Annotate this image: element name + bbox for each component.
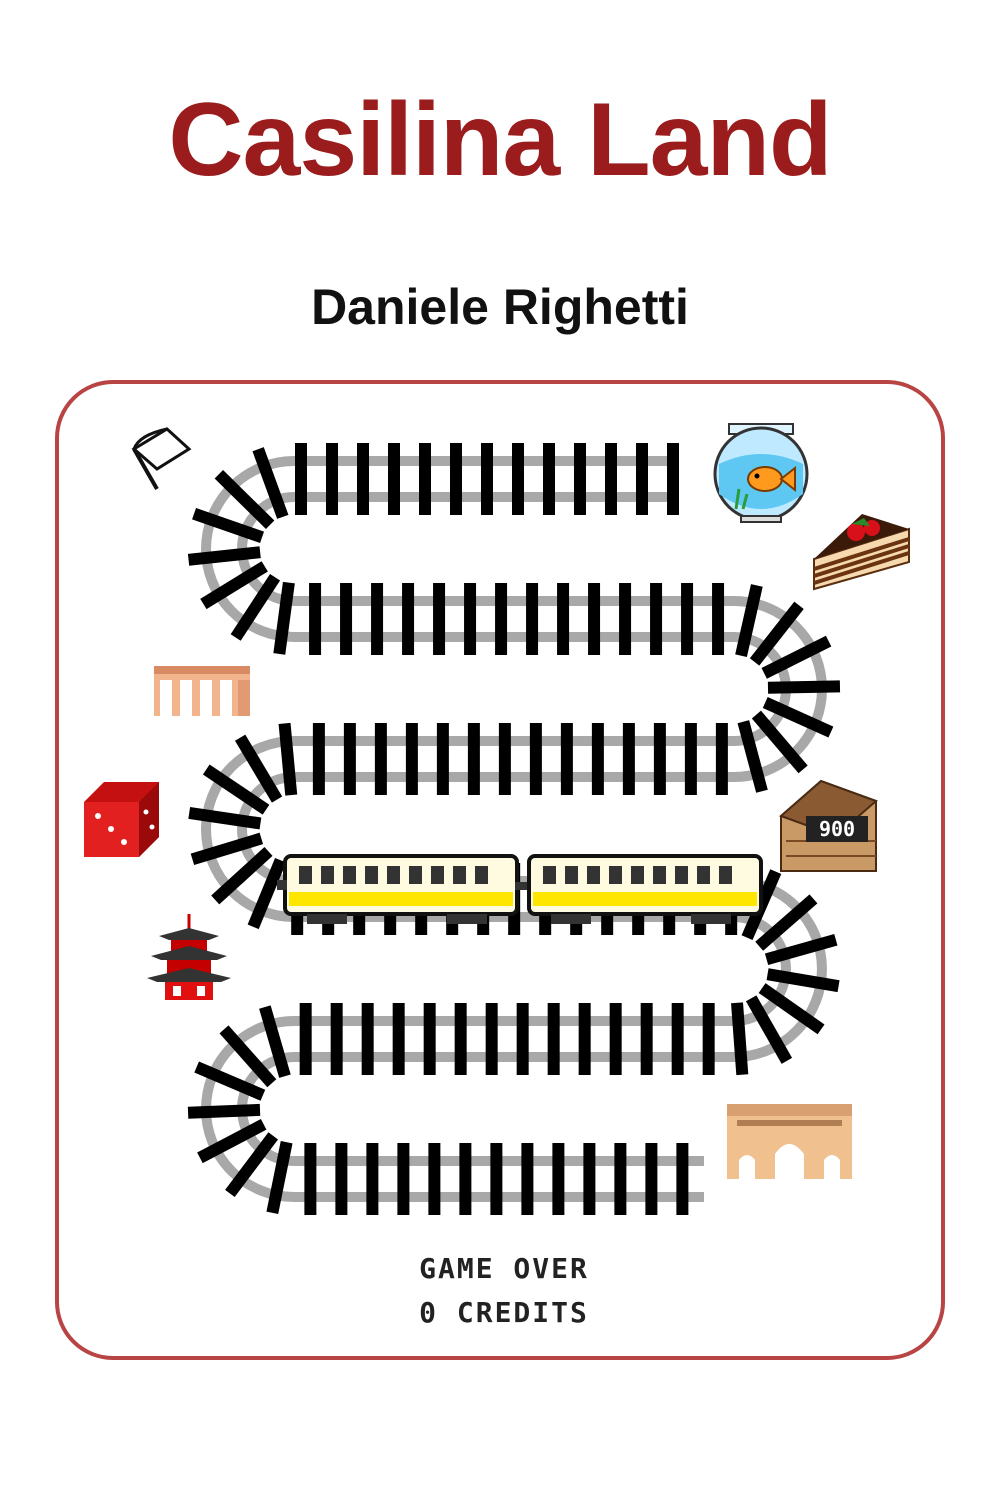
fishbowl-icon bbox=[713, 423, 809, 523]
track-svg: 900 bbox=[84, 423, 910, 1215]
track-sleeper bbox=[230, 573, 281, 641]
score-sign: 900 bbox=[819, 817, 855, 841]
cake-icon bbox=[813, 514, 910, 591]
track-sleeper bbox=[266, 1141, 293, 1214]
track-sleeper bbox=[745, 995, 793, 1064]
train-window bbox=[453, 866, 466, 884]
train-window bbox=[653, 866, 666, 884]
track-sleeper bbox=[252, 447, 289, 519]
train-window bbox=[387, 866, 400, 884]
game-board: 900 bbox=[55, 380, 945, 1360]
train-window bbox=[609, 866, 622, 884]
dice-icon bbox=[84, 782, 159, 857]
track-sleeper bbox=[259, 1005, 291, 1078]
track-sleeper bbox=[188, 806, 262, 830]
train-window bbox=[299, 866, 312, 884]
track-sleeper bbox=[761, 635, 832, 679]
track-sleeper bbox=[192, 507, 265, 543]
track-sleeper bbox=[758, 983, 825, 1035]
track-sleeper bbox=[202, 764, 270, 815]
railway-track bbox=[201, 456, 827, 1202]
game-over-text: GAME OVER bbox=[419, 1252, 589, 1285]
author-name: Daniele Righetti bbox=[311, 279, 689, 335]
track-sleeper bbox=[187, 1103, 261, 1119]
aqueduct-icon bbox=[154, 666, 250, 716]
train-window bbox=[631, 866, 644, 884]
track-sleeper bbox=[197, 1119, 267, 1164]
track-sleeper bbox=[731, 1002, 749, 1076]
train-window bbox=[365, 866, 378, 884]
book-title: Casilina Land bbox=[168, 82, 832, 198]
track-sleeper bbox=[278, 722, 298, 796]
track-sleeper bbox=[225, 1132, 278, 1198]
train-window bbox=[543, 866, 556, 884]
track-sleeper bbox=[737, 720, 768, 793]
arch-icon bbox=[727, 1104, 852, 1179]
track-sleeper bbox=[766, 968, 840, 993]
track-sleeper bbox=[234, 734, 283, 803]
track-sleeper bbox=[735, 584, 763, 658]
track-sleeper bbox=[755, 894, 818, 951]
track-sleeper bbox=[749, 601, 804, 666]
track-sleeper bbox=[247, 857, 287, 930]
train-window bbox=[409, 866, 422, 884]
train-car-1 bbox=[283, 854, 519, 924]
pagoda-icon bbox=[147, 914, 231, 1000]
credits-text: 0 CREDITS bbox=[419, 1296, 589, 1329]
track-sleeper bbox=[751, 710, 808, 774]
rail-gap bbox=[211, 466, 817, 1192]
house-icon: 900 bbox=[779, 779, 878, 872]
track-sleeper bbox=[767, 680, 841, 694]
track-sleeper bbox=[194, 1061, 266, 1101]
train-window bbox=[697, 866, 710, 884]
track-sleeper bbox=[190, 832, 264, 866]
train-window bbox=[343, 866, 356, 884]
track-sleeper bbox=[214, 469, 275, 530]
track-sleeper bbox=[273, 581, 295, 655]
train-icon bbox=[277, 854, 763, 924]
track-sleeper bbox=[764, 933, 838, 966]
track-sleeper bbox=[187, 546, 261, 566]
sleepers bbox=[187, 442, 841, 1215]
train-window bbox=[587, 866, 600, 884]
train-window bbox=[719, 866, 732, 884]
track-sleeper bbox=[200, 561, 268, 610]
train-window bbox=[565, 866, 578, 884]
train-window bbox=[475, 866, 488, 884]
track-sleeper bbox=[211, 847, 273, 905]
track-sleeper bbox=[762, 697, 834, 738]
train-car-2 bbox=[527, 854, 763, 924]
flag-icon bbox=[131, 427, 192, 490]
train-window bbox=[431, 866, 444, 884]
track-sleeper bbox=[219, 1025, 277, 1088]
train-window bbox=[321, 866, 334, 884]
train-window bbox=[675, 866, 688, 884]
